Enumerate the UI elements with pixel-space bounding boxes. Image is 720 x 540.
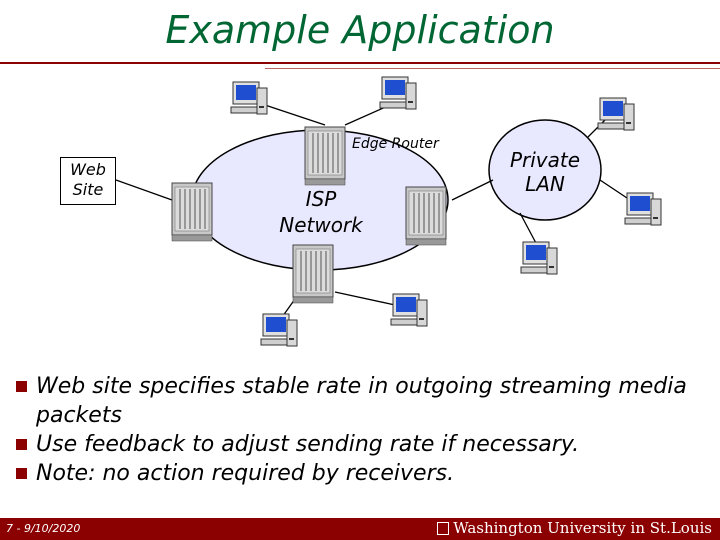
private-lan-ellipse [488,119,602,221]
footer-bar: 7 - 9/10/2020 Washington University in S… [0,518,720,540]
edge-router-top [304,126,346,186]
university-logo: Washington University in St.Louis [437,519,712,537]
pc-top-left [230,81,268,115]
pc-lan-bottom [520,241,558,275]
link-website-router [115,179,173,201]
link-router-pc4 [334,291,396,306]
bullet-marker [16,381,27,392]
university-name: Washington University in St.Louis [453,519,712,537]
bullet-item: Web site specifies stable rate in outgoi… [12,372,712,430]
shield-icon [437,522,450,535]
bullet-marker [16,468,27,479]
bullet-list: Web site specifies stable rate in outgoi… [12,372,712,488]
slide-number: 7 - 9/10/2020 [6,522,81,535]
router-bottom [292,244,334,304]
web-site-text: Web Site [70,160,106,199]
pc-lan-right [624,192,662,226]
link-lan-pc-bottom [519,212,538,246]
slide-title: Example Application [165,8,555,52]
isp-network-label: ISP Network [279,187,363,237]
link-router-lan [451,179,494,201]
edge-router-label: Edge Router [352,136,439,152]
pc-lan-top [597,97,635,131]
router-left [171,182,213,242]
router-right [405,186,447,246]
bullet-text: Note: no action required by receivers. [36,461,455,486]
pc-bottom-left [260,313,298,347]
bullet-marker [16,439,27,450]
bullet-text: Web site specifies stable rate in outgoi… [36,374,687,428]
bullet-item: Use feedback to adjust sending rate if n… [12,430,712,459]
title-rule-thin [265,68,720,69]
private-lan-label: Private LAN [509,148,581,196]
bullet-item: Note: no action required by receivers. [12,459,712,488]
link-lan-pc-right [599,179,631,201]
web-site-label: Web Site [60,157,116,205]
bullet-text: Use feedback to adjust sending rate if n… [36,432,580,457]
pc-bottom-right [390,293,428,327]
link-router-pc1 [264,104,326,126]
title-rule [0,62,720,64]
pc-top-center [379,76,417,110]
